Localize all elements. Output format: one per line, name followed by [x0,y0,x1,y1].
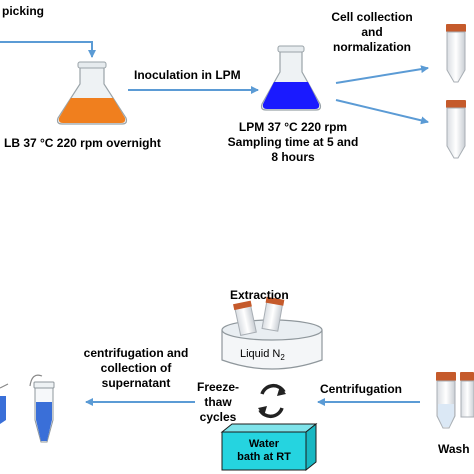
lpm-line-2: Sampling time at 5 and [227,135,359,149]
cell-line-3: normalization [332,40,411,54]
conical-tube-bottom-icon [446,100,466,159]
cell-collection-label: Cell collection and normalization [312,10,432,55]
centri-sup-line-3: supernatant [101,376,171,390]
freeze-line-1: Freeze- [196,380,240,394]
inoculation-label: Inoculation in LPM [134,68,241,82]
lpm-line-3: 8 hours [271,150,315,164]
water-line-1: Water [248,438,280,450]
freeze-line-2: thaw [204,395,232,409]
arrow-lpm-to-tube-top [335,65,429,84]
lpm-flask-icon [260,45,322,111]
microtube-1-icon [0,383,9,424]
centri-sup-line-1: centrifugation and [83,346,189,360]
centrifugation-supernatant-label: centrifugation and collection of superna… [66,346,206,391]
cell-line-2: and [361,25,383,39]
wash-label: Wash [438,442,470,456]
microtube-2-icon [29,374,55,443]
picking-label: picking [2,4,45,18]
liquid-n2-subscript: 2 [280,353,285,363]
lpm-conditions-label: LPM 37 °C 220 rpm Sampling time at 5 and… [218,120,368,165]
lpm-line-1: LPM 37 °C 220 rpm [238,120,348,134]
conical-tube-top-icon [446,24,466,83]
liquid-n2-text: Liquid N [240,348,281,360]
water-line-2: bath at RT [237,451,291,463]
cycle-arrows-icon [258,383,286,419]
water-bath-label: Water bath at RT [222,438,306,464]
lb-culture-label: LB 37 °C 220 rpm overnight [4,136,161,150]
water-bath-icon [220,422,318,472]
centrifugation-label: Centrifugation [320,382,402,396]
freeze-line-3: cycles [199,410,237,424]
arrow-lpm-to-tube-bottom [335,99,429,125]
liquid-n2-container-icon [221,296,323,370]
wash-tube-icon [436,372,474,429]
freeze-thaw-label: Freeze- thaw cycles [196,380,240,425]
lb-flask-icon [56,61,128,125]
cell-line-1: Cell collection [331,10,413,24]
extraction-label: Extraction [230,288,289,302]
arrow-picking-to-lb [0,41,96,58]
centri-sup-line-2: collection of [100,361,172,375]
liquid-n2-label: Liquid N2 [240,347,285,365]
